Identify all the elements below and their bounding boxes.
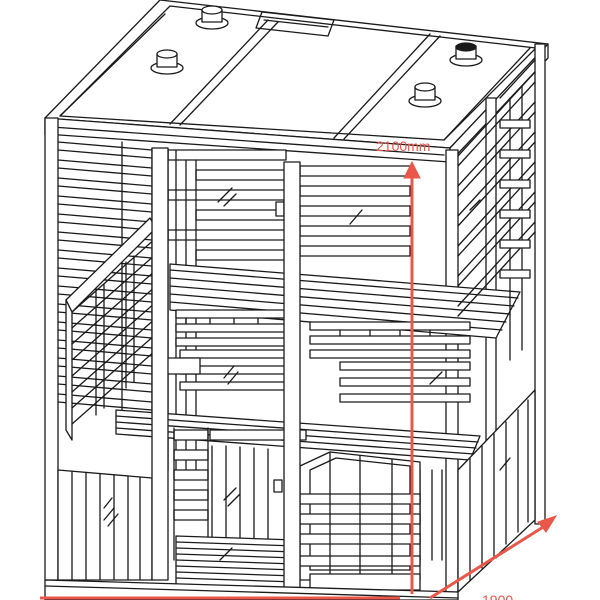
- depth-dimension-label: 1900: [482, 592, 514, 600]
- right-wall-slats: [457, 59, 536, 361]
- round-roof-vent-icon: [195, 5, 229, 30]
- right-front-post: [445, 149, 459, 593]
- roof-control-panel: [255, 11, 335, 37]
- round-roof-vent-icon: [408, 82, 442, 108]
- left-backrest-panel: [65, 217, 157, 441]
- height-dimension-label: 2100mm: [376, 138, 431, 154]
- base-frame: [44, 579, 459, 600]
- right-lower-wall: [457, 389, 536, 593]
- floor-grate: [175, 535, 297, 593]
- middle-backrest: [155, 349, 471, 403]
- left-lower-wall: [57, 469, 153, 581]
- depth-dimension-arrow: [429, 515, 558, 600]
- glass-door: [103, 147, 301, 591]
- round-roof-vent-icon: [449, 42, 483, 67]
- upper-bench: [169, 263, 521, 359]
- stove-guard: [299, 451, 421, 591]
- round-roof-vent-icon: [150, 49, 184, 75]
- height-dimension-arrow: [403, 160, 421, 594]
- back-wall-slats: [167, 149, 411, 471]
- left-front-post: [44, 117, 59, 581]
